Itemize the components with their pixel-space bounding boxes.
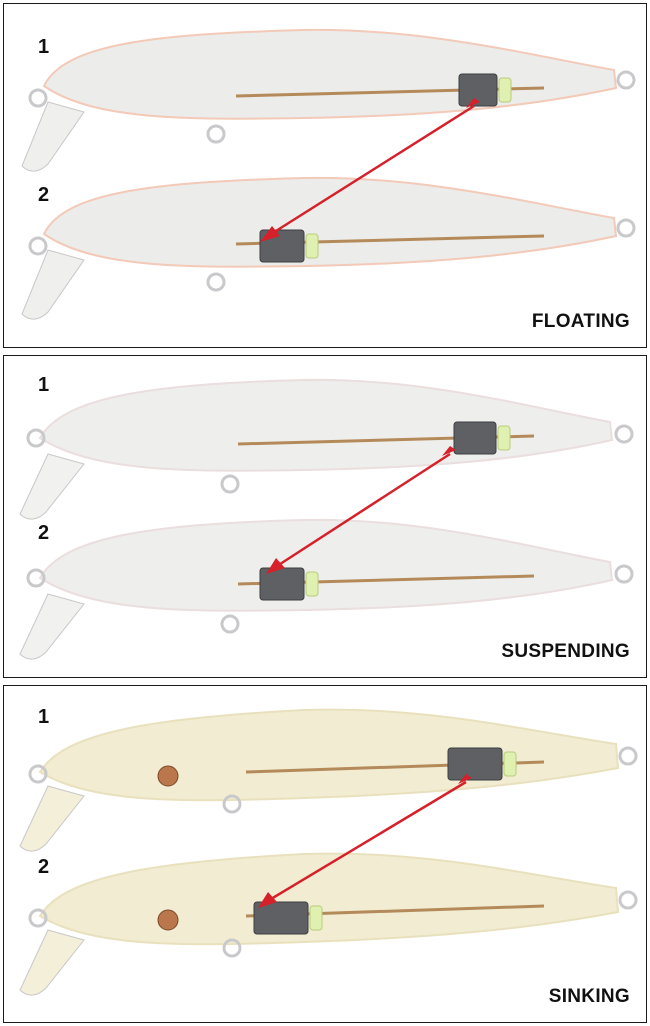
arrowhead-end	[260, 226, 280, 242]
arrowhead-end	[258, 892, 277, 908]
panel-floating: 1 2 FLOATING	[3, 3, 647, 348]
lure-lip	[19, 593, 85, 660]
step-number-2: 2	[38, 522, 50, 544]
tungsten-weight	[259, 567, 305, 601]
tail-eyelet	[616, 218, 636, 238]
tail-eyelet	[616, 70, 636, 90]
arrowhead-start	[458, 774, 472, 784]
tungsten-weight	[253, 901, 309, 935]
eye-bead	[157, 765, 179, 787]
lure-illustration-sinking	[19, 708, 638, 996]
belly-hook-eyelet	[206, 124, 226, 144]
glow-bead	[498, 77, 512, 103]
lure-body	[38, 708, 620, 802]
arrowhead-start	[442, 446, 456, 456]
lure-2	[19, 852, 638, 996]
belly-hook-eyelet	[220, 474, 240, 494]
step-number-2: 2	[38, 856, 50, 878]
weight-transfer-arrow	[267, 104, 475, 238]
step-number-2: 2	[38, 184, 50, 206]
step-number-1: 1	[38, 374, 50, 396]
belly-hook-eyelet	[222, 938, 242, 958]
lure-2	[21, 176, 636, 320]
glow-bead	[503, 751, 517, 777]
step-number-1: 1	[38, 36, 50, 58]
tail-eyelet	[614, 424, 634, 444]
arrowhead-start	[466, 98, 480, 108]
tail-eyelet	[618, 890, 638, 910]
mode-label: SINKING	[548, 986, 630, 1007]
step-number-1: 1	[38, 706, 50, 728]
line-tie-eyelet	[28, 908, 48, 928]
panel-sinking: 1 2 SINKING	[3, 685, 647, 1023]
lure-body	[38, 852, 620, 946]
line-tie-eyelet	[26, 568, 46, 588]
weight-transfer-arrow	[265, 780, 467, 904]
belly-hook-eyelet	[220, 614, 240, 634]
tungsten-weight	[458, 73, 498, 107]
lure-body	[38, 518, 614, 612]
line-tie-eyelet	[28, 764, 48, 784]
mode-label: SUSPENDING	[501, 641, 630, 662]
belly-hook-eyelet	[206, 272, 226, 292]
lure-lip	[21, 249, 85, 320]
lure-1	[21, 28, 636, 172]
glow-bead	[309, 905, 323, 931]
lure-illustration-floating	[21, 28, 636, 320]
lure-2	[19, 518, 634, 660]
eye-bead	[157, 909, 179, 931]
glow-bead	[497, 425, 511, 451]
weight-transfer-arrow	[273, 452, 451, 570]
glow-bead	[305, 571, 319, 597]
lure-lip	[19, 785, 85, 852]
lure-1	[19, 708, 638, 852]
tail-eyelet	[614, 564, 634, 584]
belly-hook-eyelet	[222, 794, 242, 814]
mode-label: FLOATING	[531, 311, 630, 332]
lure-illustration-suspending	[19, 378, 634, 660]
line-tie-eyelet	[28, 88, 48, 108]
lure-lip	[19, 453, 85, 520]
arrowhead-end	[266, 558, 285, 574]
lure-1	[19, 378, 634, 520]
tail-eyelet	[618, 746, 638, 766]
panel-suspending: 1 2 SUSPENDING	[3, 355, 647, 678]
lure-lip	[21, 101, 85, 172]
line-tie-eyelet	[28, 236, 48, 256]
glow-bead	[305, 233, 319, 259]
line-tie-eyelet	[26, 428, 46, 448]
lure-lip	[19, 929, 85, 996]
lure-body	[38, 378, 614, 472]
tungsten-weight	[447, 747, 503, 781]
lure-body	[42, 176, 618, 268]
lure-body	[42, 28, 618, 120]
tungsten-weight	[453, 421, 497, 455]
